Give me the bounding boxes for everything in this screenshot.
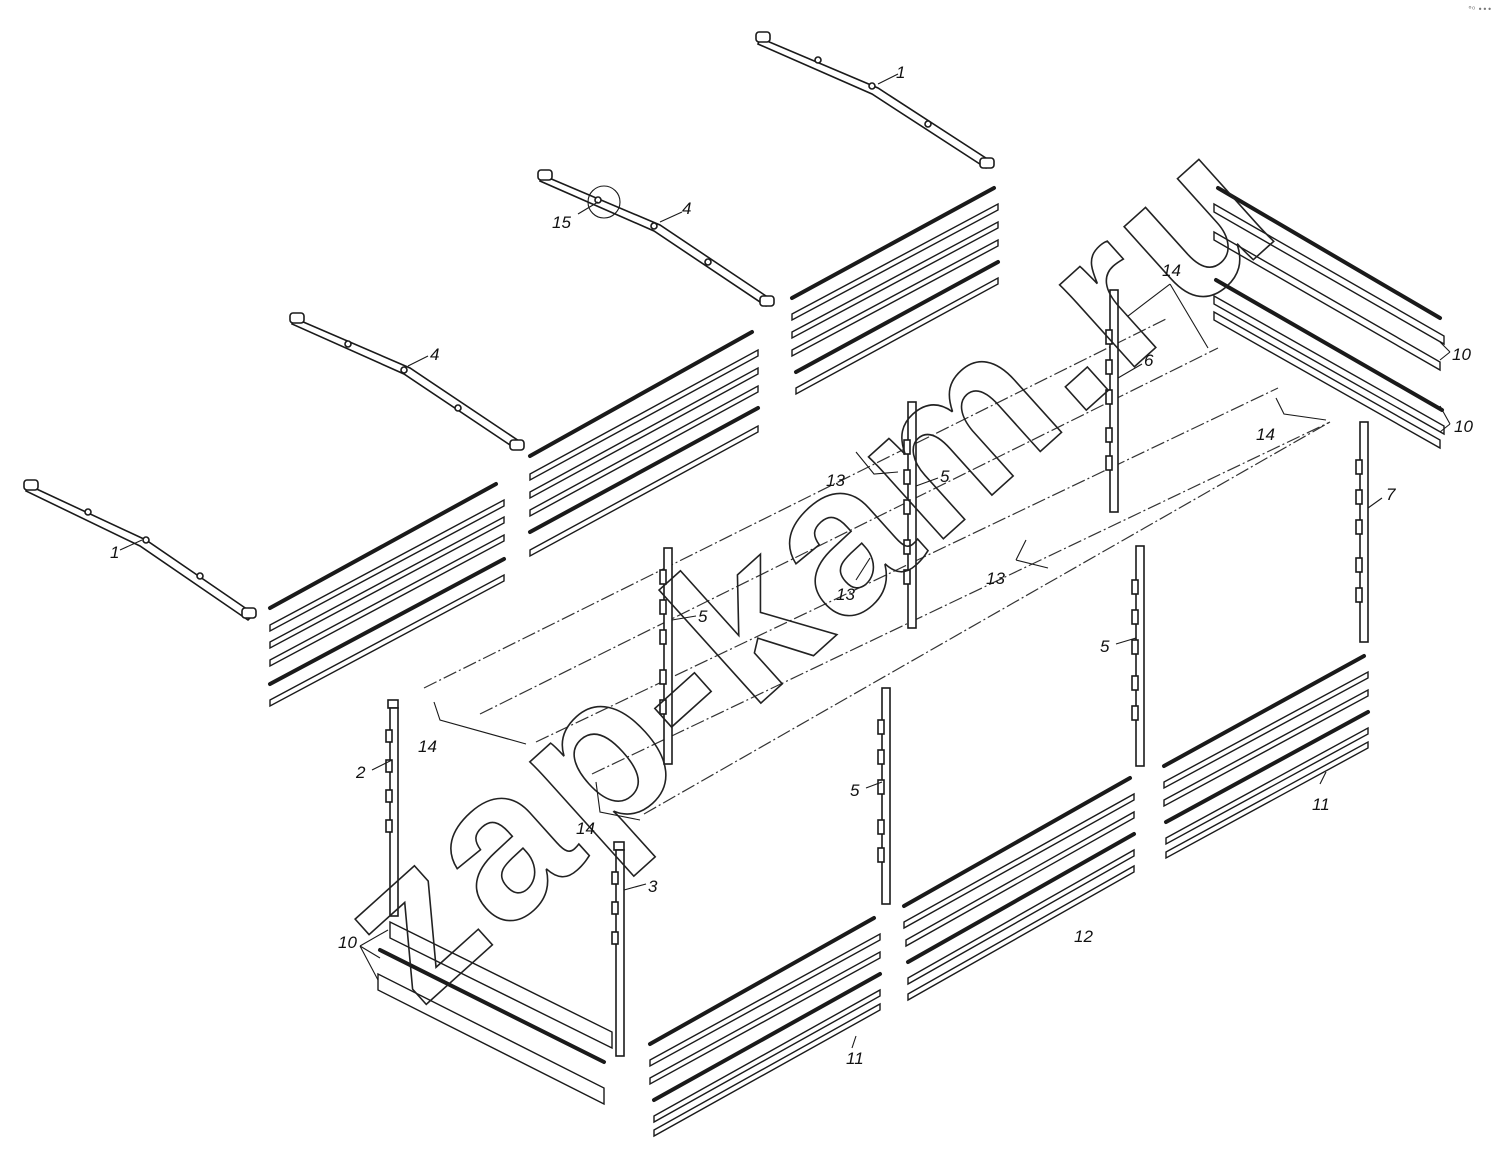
label-11-left: 11 — [846, 1049, 864, 1068]
label-14-bottom: 14 — [576, 819, 595, 838]
front-boards-10 — [377, 920, 613, 1106]
label-7: 7 — [1386, 485, 1396, 504]
label-14-top: 14 — [1162, 261, 1181, 280]
callouts: 1 4 15 4 1 14 6 10 10 14 13 5 7 13 13 5 … — [110, 63, 1473, 1068]
bow-third — [289, 312, 525, 451]
label-4-upper: 4 — [682, 199, 691, 218]
label-1-left: 1 — [110, 543, 119, 562]
stake-7 — [1355, 421, 1369, 643]
stake-5d — [1131, 545, 1145, 767]
roof-boards-1 — [268, 482, 506, 708]
roof-boards-3 — [790, 186, 1000, 396]
stake-6 — [1105, 289, 1119, 513]
label-12: 12 — [1074, 927, 1093, 946]
side-boards-11-left — [648, 916, 882, 1138]
label-4-lower: 4 — [430, 345, 439, 364]
label-1-top: 1 — [896, 63, 905, 82]
roof-boards-2 — [528, 330, 760, 558]
label-5-mid: 5 — [940, 467, 950, 486]
leaders — [119, 73, 1451, 1049]
label-10-left: 10 — [338, 933, 357, 952]
stake-5a — [659, 547, 673, 765]
stake-2 — [385, 699, 399, 917]
bow-top — [755, 31, 995, 170]
rear-boards-upper — [1213, 186, 1445, 450]
corner-mark: °⁰ ••• — [1468, 5, 1492, 14]
stake-5b — [903, 401, 917, 629]
label-14-left: 14 — [418, 737, 437, 756]
label-5-right: 5 — [1100, 637, 1110, 656]
label-13-mid: 13 — [836, 585, 855, 604]
label-14-right: 14 — [1256, 425, 1275, 444]
label-5-low: 5 — [850, 781, 860, 800]
label-11-right: 11 — [1312, 795, 1330, 814]
bow-second — [537, 169, 775, 308]
stake-5c — [877, 687, 891, 905]
label-13-upper: 13 — [826, 471, 845, 490]
side-boards-11-right — [1162, 654, 1370, 860]
label-13-right: 13 — [986, 569, 1005, 588]
label-15: 15 — [552, 213, 571, 232]
stake-3 — [611, 841, 625, 1057]
label-3: 3 — [648, 877, 658, 896]
label-2: 2 — [355, 763, 366, 782]
side-boards-12 — [902, 776, 1136, 1002]
bow-front — [23, 479, 257, 622]
label-5-left: 5 — [698, 607, 708, 626]
label-10-right: 10 — [1454, 417, 1473, 436]
label-6: 6 — [1144, 351, 1154, 370]
label-10-upper: 10 — [1452, 345, 1471, 364]
